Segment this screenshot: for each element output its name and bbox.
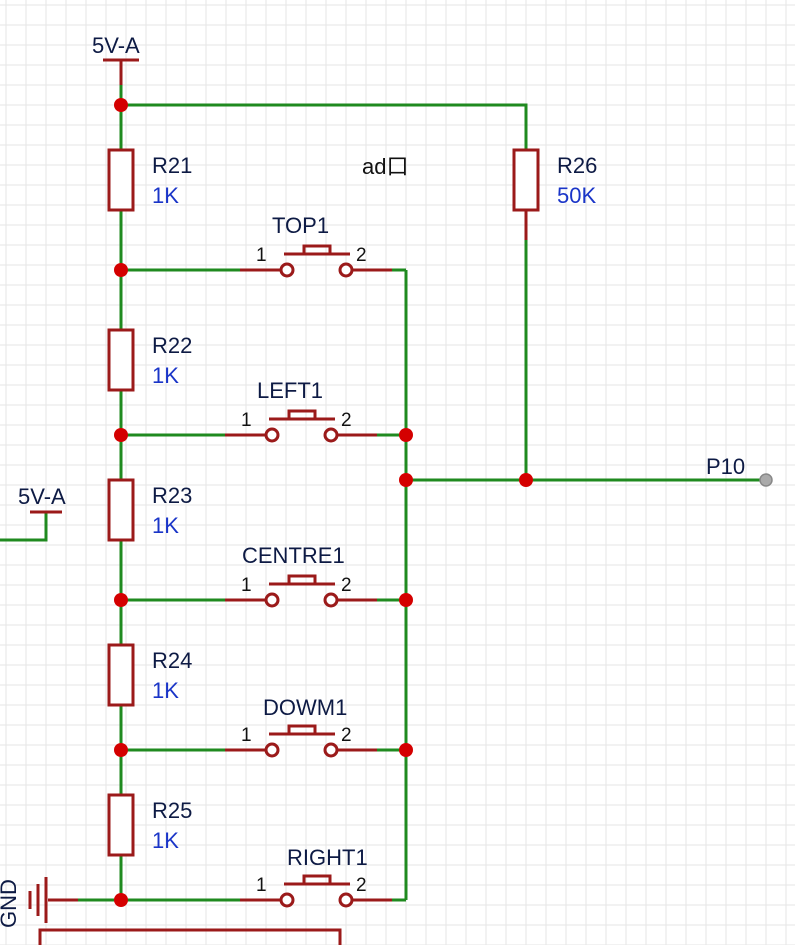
junction-dot (114, 428, 128, 442)
resistor-value: 1K (152, 513, 179, 538)
wire-left-5v (0, 512, 48, 542)
junction-dot (114, 743, 128, 757)
power-label-top: 5V-A (92, 33, 140, 58)
junction-dot (399, 743, 413, 757)
junction-dot (114, 98, 128, 112)
power-symbol-left: 5V-A (18, 484, 66, 514)
resistor-r21[interactable]: R21 1K (107, 148, 192, 212)
switch-pin-1: 1 (256, 875, 267, 896)
resistor-designator: R25 (152, 798, 192, 823)
adjacent-frame (38, 928, 342, 945)
switch-dowm1[interactable]: DOWM1 1 2 (225, 695, 377, 758)
output-port-p10[interactable]: P10 (706, 454, 773, 487)
switch-pin-2: 2 (341, 575, 352, 596)
switch-designator: TOP1 (272, 213, 329, 238)
resistor-value: 50K (557, 183, 596, 208)
switch-pin-1: 1 (256, 245, 267, 266)
output-label: P10 (706, 454, 745, 479)
switch-pin-2: 2 (356, 245, 367, 266)
switch-pin-2: 2 (341, 725, 352, 746)
switch-pin-1: 1 (241, 410, 252, 431)
resistor-value: 1K (152, 678, 179, 703)
switch-right1[interactable]: RIGHT1 1 2 (240, 845, 392, 908)
switch-pin-2: 2 (356, 875, 367, 896)
resistor-r23[interactable]: R23 1K (107, 478, 192, 542)
ground-label: GND (0, 879, 21, 928)
switch-designator: DOWM1 (263, 695, 347, 720)
ground-symbol: GND (0, 877, 78, 928)
resistor-r25[interactable]: R25 1K (107, 793, 192, 857)
power-label-left: 5V-A (18, 484, 66, 509)
switch-designator: RIGHT1 (287, 845, 368, 870)
resistor-designator: R23 (152, 483, 192, 508)
resistor-value: 1K (152, 183, 179, 208)
power-symbol-top: 5V-A (92, 33, 140, 85)
resistor-value: 1K (152, 363, 179, 388)
junction-dot (114, 263, 128, 277)
output-pin-dot[interactable] (759, 473, 773, 487)
resistor-value: 1K (152, 828, 179, 853)
junction-dot (399, 473, 413, 487)
switch-pin-1: 1 (241, 575, 252, 596)
switch-centre1[interactable]: CENTRE1 1 2 (225, 543, 377, 608)
switch-designator: LEFT1 (257, 378, 323, 403)
switch-top1[interactable]: TOP1 1 2 (240, 213, 392, 278)
resistor-r22[interactable]: R22 1K (107, 328, 192, 392)
switch-left1[interactable]: LEFT1 1 2 (225, 378, 377, 443)
junction-dot (399, 593, 413, 607)
junction-dot (114, 593, 128, 607)
net-label-ad: ad口 (362, 154, 408, 179)
wires (0, 85, 766, 902)
switch-designator: CENTRE1 (242, 543, 345, 568)
switch-pin-1: 1 (241, 725, 252, 746)
resistor-designator: R21 (152, 153, 192, 178)
resistor-designator: R22 (152, 333, 192, 358)
resistor-designator: R26 (557, 153, 597, 178)
resistor-designator: R24 (152, 648, 192, 673)
junction-dot (519, 473, 533, 487)
junctions (114, 98, 533, 907)
junction-dot (114, 893, 128, 907)
switch-pin-2: 2 (341, 410, 352, 431)
resistor-r24[interactable]: R24 1K (107, 643, 192, 707)
junction-dot (399, 428, 413, 442)
wire-top-to-r26 (121, 103, 528, 150)
resistor-r26[interactable]: R26 50K (512, 148, 597, 240)
